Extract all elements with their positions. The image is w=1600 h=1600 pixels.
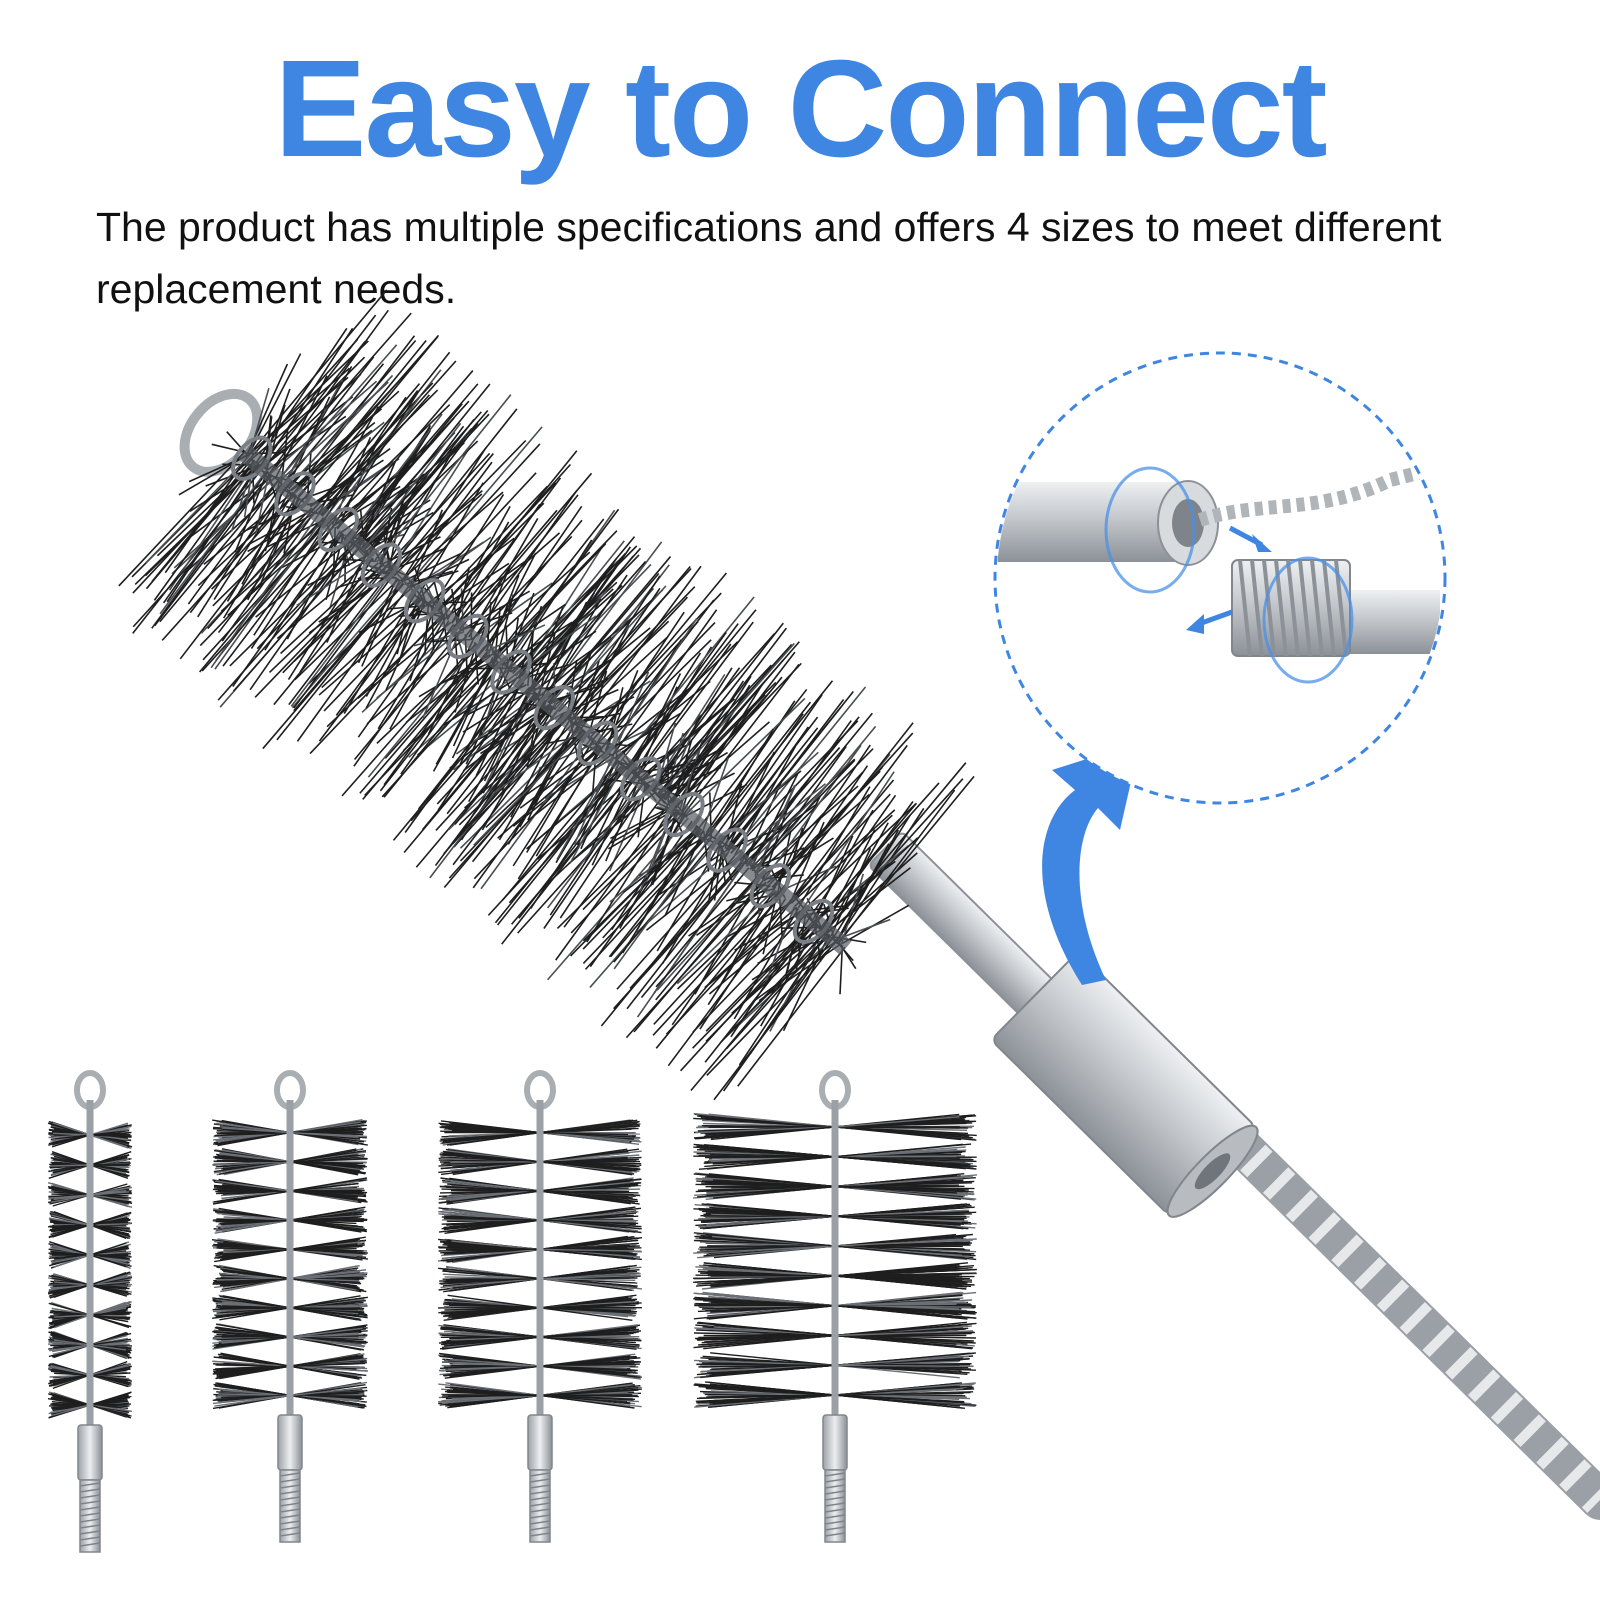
male-thread — [1231, 559, 1351, 657]
small-brush-2 — [211, 1070, 369, 1543]
rotation-arrow-icon — [1104, 466, 1196, 594]
male-thread-rod — [1340, 590, 1440, 654]
twisted-cable — [1210, 1115, 1600, 1520]
connector-coupling — [869, 832, 1259, 1218]
small-brush-1 — [47, 1070, 133, 1553]
connect-arrow-icon — [1186, 525, 1272, 634]
headline: Easy to Connect — [274, 32, 1327, 186]
zoom-detail-circle — [993, 351, 1447, 805]
small-brush-3 — [437, 1070, 643, 1543]
small-brush-4 — [692, 1070, 978, 1543]
rotation-arrow-icon — [1262, 556, 1354, 684]
product-description: The product has multiple specifications … — [96, 204, 1442, 312]
brush-size-set — [47, 1070, 978, 1553]
large-brush — [118, 289, 975, 1101]
curved-arrow-icon — [1042, 742, 1140, 985]
